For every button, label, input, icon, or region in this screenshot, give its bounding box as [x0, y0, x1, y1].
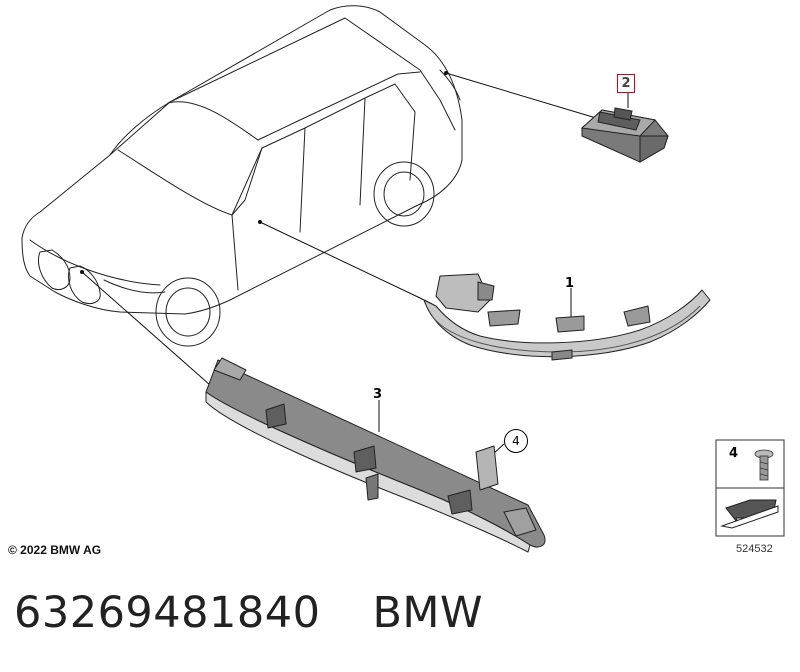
part-2-light-module	[580, 107, 669, 163]
part-number: 63269481840	[14, 588, 321, 638]
direction-arrow-icon	[720, 499, 779, 529]
screw-icon	[754, 449, 774, 481]
callout-3[interactable]: 3	[373, 387, 383, 402]
part-3-light-strip	[205, 357, 546, 553]
callout-1[interactable]: 1	[565, 276, 575, 291]
part-brand: BMW	[372, 588, 484, 638]
callout-2[interactable]: 2	[617, 74, 635, 93]
leader-lines	[81, 72, 629, 456]
vehicle-outline	[21, 5, 463, 347]
reference-box-item: 4	[729, 446, 739, 461]
reference-box-frame	[715, 439, 785, 537]
leader-dots	[80, 71, 448, 274]
copyright-notice: © 2022 BMW AG	[8, 543, 102, 557]
part-1-mirror-indicator	[423, 273, 711, 361]
diagram-number: 524532	[736, 543, 773, 555]
callout-4[interactable]: 4	[504, 429, 528, 453]
parts-diagram	[21, 5, 785, 553]
part-info: 63269481840 BMW	[14, 588, 483, 638]
